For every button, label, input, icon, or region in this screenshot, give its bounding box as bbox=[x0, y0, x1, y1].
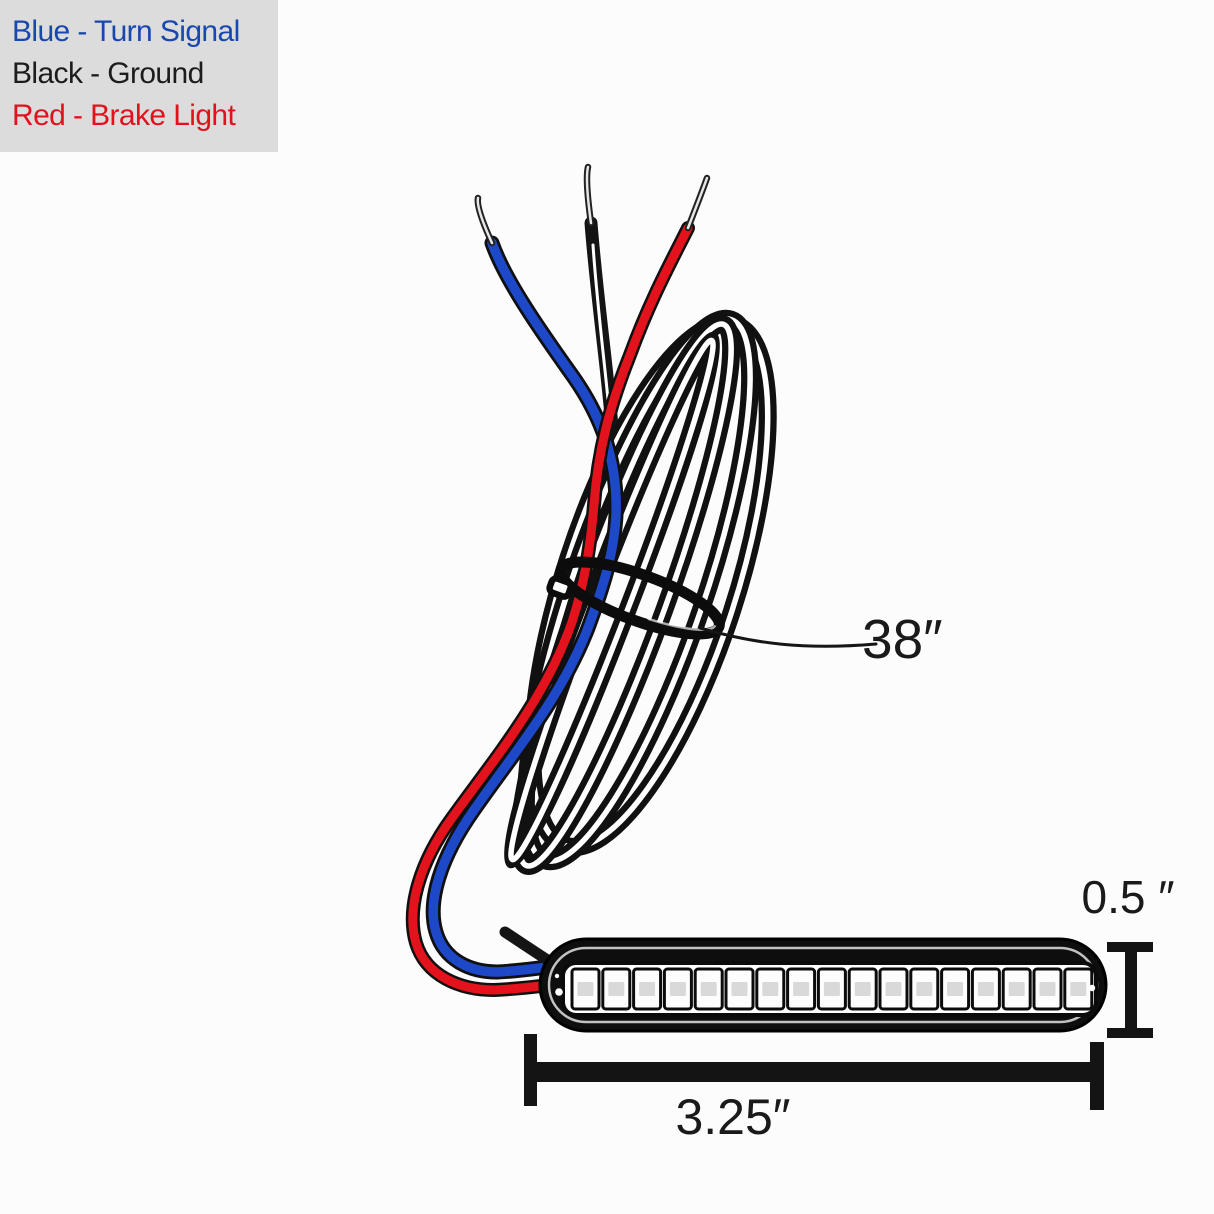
legend-item-ground: Black - Ground bbox=[12, 57, 204, 90]
wire-coil bbox=[501, 309, 777, 876]
width-dim-right-cap bbox=[1090, 1042, 1104, 1110]
length-callout: 38″ bbox=[698, 608, 943, 670]
led-chip bbox=[700, 982, 717, 996]
strip-height-label: 0.5 ″ bbox=[1081, 871, 1174, 923]
wire-tips bbox=[474, 163, 711, 247]
height-dim-bottom-cap bbox=[1107, 1028, 1153, 1038]
mount-hole-dot bbox=[555, 988, 563, 996]
led-chip bbox=[793, 982, 810, 996]
led-chip bbox=[977, 982, 994, 996]
led-chip bbox=[1039, 982, 1056, 996]
led-chip bbox=[885, 982, 902, 996]
cable-tie-clasp bbox=[546, 575, 574, 600]
brake-wire-body bbox=[408, 223, 693, 995]
wire-color-legend: Blue - Turn Signal Black - Ground Red - … bbox=[0, 0, 278, 152]
mount-hole-dot bbox=[1088, 984, 1096, 992]
turn-signal-tip bbox=[476, 196, 494, 245]
cable-length-label: 38″ bbox=[862, 608, 943, 670]
led-chip bbox=[669, 982, 686, 996]
led-strip bbox=[538, 937, 1108, 1033]
height-dimension: 0.5 ″ bbox=[1081, 871, 1175, 1038]
led-chip bbox=[577, 982, 594, 996]
width-dim-bar bbox=[530, 1062, 1098, 1082]
led-chip bbox=[1070, 982, 1087, 996]
led-chip bbox=[823, 982, 840, 996]
brake-tip bbox=[686, 176, 709, 230]
cable-tie bbox=[546, 556, 725, 640]
legend-item-turn-signal: Blue - Turn Signal bbox=[12, 15, 240, 48]
ground-wire-strip-stub bbox=[499, 926, 558, 969]
cable-tie-highlight bbox=[563, 565, 717, 631]
ground-tip bbox=[585, 165, 593, 225]
width-dimension: 3.25″ bbox=[524, 1034, 1104, 1145]
led-chip bbox=[916, 982, 933, 996]
height-dim-stem bbox=[1125, 942, 1137, 1038]
led-chip bbox=[947, 982, 964, 996]
led-chip bbox=[608, 982, 625, 996]
cable-tie-band bbox=[555, 556, 725, 640]
brake-wire bbox=[405, 221, 695, 998]
led-chip bbox=[762, 982, 779, 996]
turn-signal-wire bbox=[425, 235, 624, 980]
length-leader-line bbox=[698, 626, 878, 648]
led-chip bbox=[731, 982, 748, 996]
led-array bbox=[570, 967, 1094, 1011]
led-chip bbox=[1008, 982, 1025, 996]
strip-width-label: 3.25″ bbox=[675, 1089, 790, 1145]
mount-hole-dot bbox=[554, 973, 560, 979]
led-chip bbox=[854, 982, 871, 996]
legend-item-brake: Red - Brake Light bbox=[12, 99, 236, 132]
turn-signal-wire-body bbox=[428, 238, 621, 977]
led-chip bbox=[639, 982, 656, 996]
